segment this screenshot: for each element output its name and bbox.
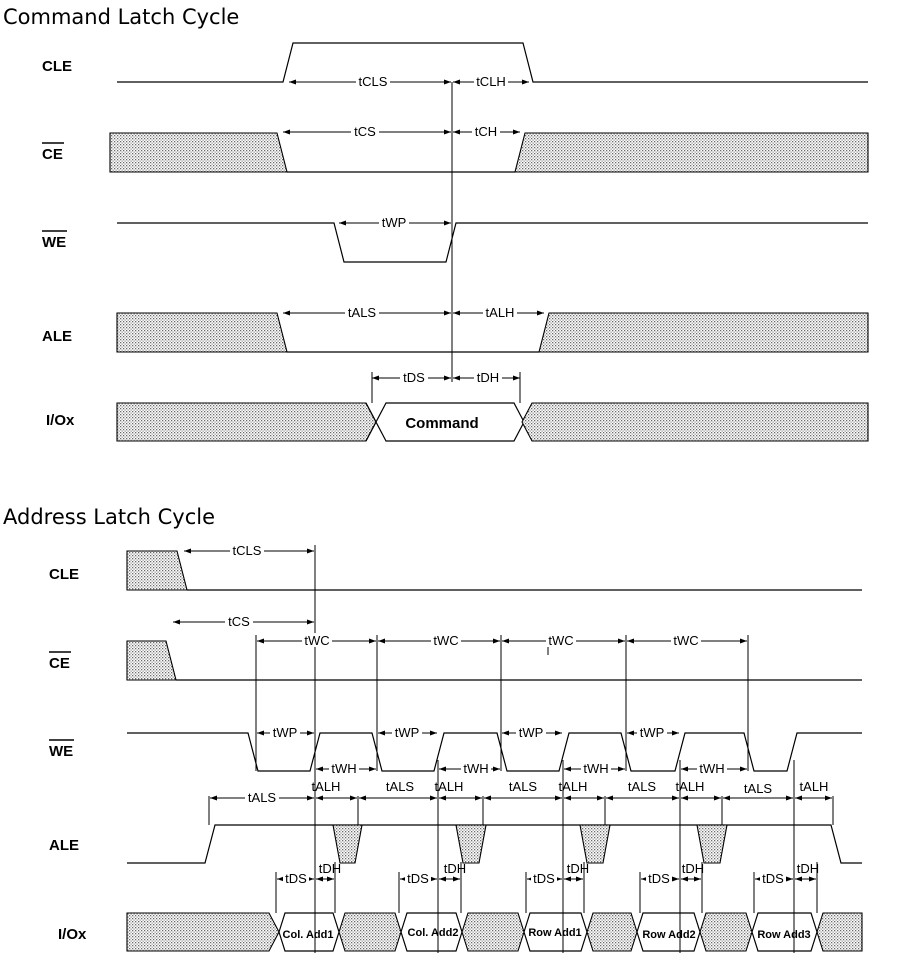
cmd-io-hatch-right [521, 402, 869, 442]
addr-tals-label-1: tALS [248, 790, 277, 805]
addr-ce-hatch [126, 640, 177, 681]
addr-we-label: WE [49, 743, 73, 760]
cmd-tcls-label: tCLS [359, 74, 388, 89]
cmd-io-label: I/Ox [46, 412, 75, 429]
addr-tdh-label-2: tDH [444, 861, 466, 876]
addr-row-add3-label: Row Add3 [757, 929, 810, 941]
addr-twp-label-3: tWP [519, 725, 544, 740]
addr-tdh-label-4: tDH [682, 861, 704, 876]
cmd-ale-label: ALE [42, 328, 72, 345]
cmd-tdh-label: tDH [477, 370, 499, 385]
addr-tcls-label: tCLS [233, 543, 262, 558]
addr-twp-label-4: tWP [640, 725, 665, 740]
cmd-io-hatch-left [116, 402, 377, 442]
addr-ale-hatch-1 [332, 824, 363, 864]
addr-tals-label-2: tALS [386, 779, 415, 794]
cmd-tals-label: tALS [348, 305, 377, 320]
addr-ref-lines [208, 545, 834, 953]
addr-tdh-label-1: tDH [319, 861, 341, 876]
addr-tds-label-5: tDS [762, 871, 784, 886]
addr-timing-arrows [173, 548, 832, 882]
addr-tds-label-4: tDS [648, 871, 670, 886]
cmd-ce-hatch-left [109, 132, 288, 173]
addr-twh-label-1: tWH [331, 761, 356, 776]
addr-col-add1-label: Col. Add1 [283, 929, 334, 941]
addr-talh-label-4: tALH [676, 779, 705, 794]
addr-io-bus [126, 912, 863, 952]
addr-talh-label-2: tALH [435, 779, 464, 794]
addr-tals-label-5: tALS [744, 781, 773, 796]
addr-twp-label-1: tWP [273, 725, 298, 740]
command-latch-cycle: Command Latch Cycle CLE CE WE ALE I/Ox C… [3, 5, 869, 442]
addr-row-add2-label: Row Add2 [642, 929, 695, 941]
addr-io-label: I/Ox [58, 926, 87, 943]
addr-row-add1-label: Row Add1 [528, 927, 581, 939]
address-latch-title: Address Latch Cycle [3, 505, 215, 529]
address-latch-cycle: Address Latch Cycle CLE CE WE ALE I/Ox [3, 505, 863, 953]
addr-twc-label-2: tWC [433, 633, 458, 648]
cmd-tch-label: tCH [475, 124, 497, 139]
addr-twh-label-4: tWH [699, 761, 724, 776]
cmd-tds-label: tDS [403, 370, 425, 385]
cmd-we-label: WE [42, 234, 66, 251]
cmd-tclh-label: tCLH [476, 74, 506, 89]
cmd-ale-hatch-right [538, 312, 869, 353]
cmd-cle-label: CLE [42, 58, 72, 75]
cmd-ce-hatch-right [514, 132, 869, 173]
addr-ale-wave [127, 824, 862, 864]
cmd-cle-wave [117, 42, 868, 83]
addr-talh-label-1: tALH [312, 779, 341, 794]
cmd-talh-label: tALH [486, 305, 515, 320]
addr-ale-label: ALE [49, 837, 79, 854]
addr-talh-label-5: tALH [800, 779, 829, 794]
addr-tds-label-2: tDS [407, 871, 429, 886]
command-latch-title: Command Latch Cycle [3, 5, 239, 29]
addr-cle-hatch [126, 550, 188, 591]
addr-ce-label: CE [49, 655, 70, 672]
addr-tals-label-3: tALS [509, 779, 538, 794]
addr-tdh-label-5: tDH [797, 861, 819, 876]
cmd-timing-arrows [283, 79, 544, 403]
addr-col-add2-label: Col. Add2 [408, 927, 459, 939]
addr-twc-label-3: tWC [548, 633, 573, 648]
addr-io-hatch-6 [816, 912, 863, 952]
addr-timing-labels: tCLS tCS tWC tWC tWC tWC tWP tWP tWP tWP… [225, 543, 828, 886]
addr-cle-label: CLE [49, 566, 79, 583]
addr-twh-label-2: tWH [463, 761, 488, 776]
cmd-command-label: Command [405, 415, 478, 432]
addr-ale-hatch-3 [579, 824, 611, 864]
cmd-we-wave [117, 222, 868, 263]
addr-we-wave [127, 732, 862, 772]
cmd-twp-label: tWP [382, 215, 407, 230]
cmd-timing-labels: tCLS tCLH tCS tCH tWP tALS tALH tDS tDH [345, 74, 517, 385]
cmd-ale-hatch-left [116, 312, 288, 353]
addr-io-hatch-3 [461, 912, 525, 952]
addr-io-hatch-1 [126, 912, 280, 952]
addr-io-hatch-5 [699, 912, 753, 952]
addr-tds-label-3: tDS [533, 871, 555, 886]
addr-twc-label-1: tWC [304, 633, 329, 648]
addr-tcs-label: tCS [228, 614, 250, 629]
addr-twc-label-4: tWC [673, 633, 698, 648]
addr-io-hatch-2 [338, 912, 402, 952]
addr-tdh-label-3: tDH [567, 861, 589, 876]
cmd-tcs-label: tCS [354, 124, 376, 139]
addr-ale-hatch-4 [696, 824, 728, 864]
addr-ale-hatch-2 [455, 824, 487, 864]
addr-talh-label-3: tALH [559, 779, 588, 794]
addr-twh-label-3: tWH [583, 761, 608, 776]
addr-tals-label-4: tALS [628, 779, 657, 794]
addr-twp-label-2: tWP [395, 725, 420, 740]
addr-tds-label-1: tDS [285, 871, 307, 886]
cmd-ce-label: CE [42, 146, 63, 163]
addr-io-hatch-4 [586, 912, 638, 952]
